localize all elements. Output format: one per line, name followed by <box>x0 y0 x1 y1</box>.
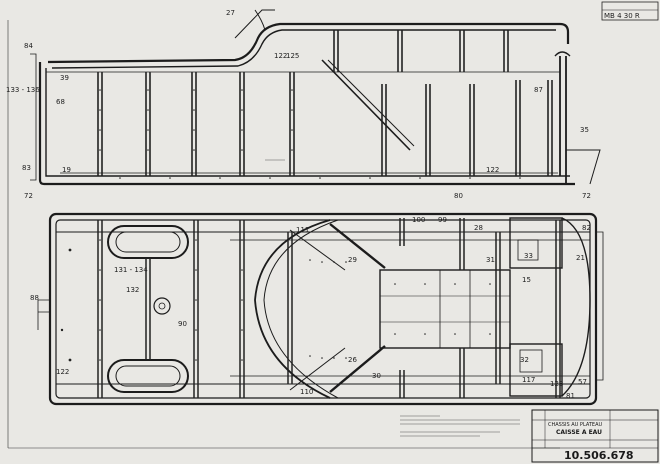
label-122-bottom: 122 <box>486 166 499 174</box>
label-122-plan: 122 <box>56 368 69 376</box>
label-29: 29 <box>348 256 357 264</box>
title-block: CHASSIS AU PLATEAU CAISSE A EAU 10.506.6… <box>531 409 659 463</box>
label-33: 33 <box>524 252 533 260</box>
label-21: 21 <box>576 254 585 262</box>
label-19: 19 <box>62 166 71 174</box>
label-125: 125 <box>286 52 299 60</box>
title-line-2: CAISSE A EAU <box>556 429 602 436</box>
label-32: 32 <box>520 356 529 364</box>
label-27: 27 <box>226 9 235 17</box>
corner-reference-box: MB 4 30 R <box>601 1 659 21</box>
label-110: 110 <box>300 388 313 396</box>
side-view-rivets <box>99 89 521 179</box>
label-90: 90 <box>178 320 187 328</box>
label-80: 80 <box>454 192 463 200</box>
label-28-top: 28 <box>474 224 483 232</box>
sheet-border <box>7 20 560 449</box>
label-82: 82 <box>582 224 591 232</box>
title-line-1: CHASSIS AU PLATEAU <box>548 422 603 428</box>
side-view-labels: 27 84 133 - 136 68 39 83 19 72 122 125 8… <box>6 9 591 200</box>
label-87: 87 <box>534 86 543 94</box>
label-35: 35 <box>580 126 589 134</box>
label-57: 57 <box>578 378 587 386</box>
label-68: 68 <box>56 98 65 106</box>
label-99: 99 <box>438 216 447 224</box>
label-26: 26 <box>348 356 357 364</box>
label-72-left: 72 <box>24 192 33 200</box>
plan-view-labels: 100 99 111 28 82 29 31 33 21 131 - 134 1… <box>30 216 591 400</box>
notes <box>150 71 520 437</box>
label-117: 117 <box>522 376 535 384</box>
label-88: 88 <box>30 294 39 302</box>
side-view-posts <box>97 30 553 176</box>
label-111: 111 <box>296 226 309 234</box>
label-72-right: 72 <box>582 192 591 200</box>
label-133-136: 133 - 136 <box>6 86 40 94</box>
label-84: 84 <box>24 42 33 50</box>
label-31: 31 <box>486 256 495 264</box>
label-131-134: 131 - 134 <box>114 266 148 274</box>
label-15: 15 <box>522 276 531 284</box>
label-83: 83 <box>22 164 31 172</box>
label-81: 81 <box>566 392 575 400</box>
side-view <box>30 9 601 186</box>
label-132: 132 <box>126 286 139 294</box>
plan-view <box>37 212 604 406</box>
plan-view-rivets <box>60 239 491 362</box>
label-122-top: 122 <box>274 52 287 60</box>
label-100: 100 <box>412 216 425 224</box>
plan-view-crossmembers <box>97 218 561 398</box>
label-123: 123 <box>550 380 563 388</box>
label-39: 39 <box>60 74 69 82</box>
drawing-number: 10.506.678 <box>564 449 634 462</box>
corner-reference-text: MB 4 30 R <box>604 12 640 20</box>
label-30: 30 <box>372 372 381 380</box>
